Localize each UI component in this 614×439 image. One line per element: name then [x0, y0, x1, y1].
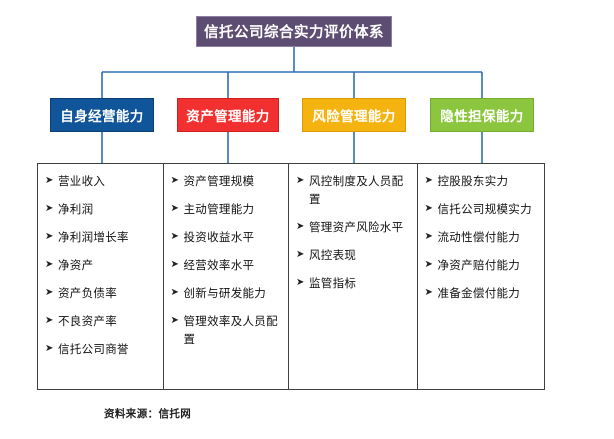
arrow-bullet-icon: ➤ — [170, 175, 179, 186]
list-item: ➤ 信托公司商誉 — [45, 340, 157, 358]
arrow-bullet-icon: ➤ — [424, 259, 433, 270]
list-item: ➤ 净资产赔付能力 — [425, 256, 539, 274]
list-item-label: 主动管理能力 — [183, 202, 255, 216]
arrow-bullet-icon: ➤ — [296, 221, 305, 232]
list-item: ➤ 信托公司规模实力 — [425, 200, 539, 218]
list-item: ➤ 管理效率及人员配置 — [171, 312, 283, 348]
list-item: ➤ 管理资产风险水平 — [296, 218, 411, 236]
list-item-label: 风控制度及人员配置 — [309, 174, 404, 206]
list-item-label: 信托公司商誉 — [58, 342, 129, 356]
arrow-bullet-icon: ➤ — [424, 287, 433, 298]
list-item-label: 净利润增长率 — [58, 230, 129, 244]
category-box-self-operation[interactable]: 自身经营能力 — [50, 98, 154, 132]
list-item: ➤ 净资产 — [45, 256, 157, 274]
arrow-bullet-icon: ➤ — [170, 315, 179, 326]
arrow-bullet-icon: ➤ — [45, 287, 54, 298]
list-item: ➤ 监管指标 — [296, 274, 411, 292]
criteria-lists-frame: ➤ 营业收入 ➤ 净利润 ➤ 净利润增长率 ➤ 净资产 ➤ 资产负债率 ➤ 不良… — [37, 163, 545, 390]
diagram-title-text: 信托公司综合实力评价体系 — [204, 25, 384, 41]
criteria-column-asset-management: ➤ 资产管理规模 ➤ 主动管理能力 ➤ 投资收益水平 ➤ 经营效率水平 ➤ 创新… — [164, 164, 289, 389]
list-item-label: 管理资产风险水平 — [309, 220, 404, 234]
list-item: ➤ 不良资产率 — [45, 312, 157, 330]
category-label-2: 风险管理能力 — [312, 109, 396, 125]
list-item-label: 风控表现 — [309, 248, 357, 262]
list-item: ➤ 准备金偿付能力 — [425, 284, 539, 302]
list-item-label: 净利润 — [58, 202, 94, 216]
criteria-column-self-operation: ➤ 营业收入 ➤ 净利润 ➤ 净利润增长率 ➤ 净资产 ➤ 资产负债率 ➤ 不良… — [38, 164, 164, 389]
category-box-implicit-guarantee[interactable]: 隐性担保能力 — [430, 98, 534, 132]
diagram-title-box: 信托公司综合实力评价体系 — [196, 16, 392, 47]
list-item-label: 净资产 — [58, 258, 94, 272]
list-item: ➤ 风控表现 — [296, 246, 411, 264]
list-item-label: 监管指标 — [309, 276, 357, 290]
list-item: ➤ 创新与研发能力 — [171, 284, 283, 302]
category-box-risk-management[interactable]: 风险管理能力 — [302, 98, 406, 132]
list-item: ➤ 经营效率水平 — [171, 256, 283, 274]
list-item: ➤ 主动管理能力 — [171, 200, 283, 218]
arrow-bullet-icon: ➤ — [296, 277, 305, 288]
list-item-label: 净资产赔付能力 — [437, 258, 521, 272]
list-item-label: 不良资产率 — [58, 314, 117, 328]
arrow-bullet-icon: ➤ — [424, 203, 433, 214]
criteria-column-risk-management: ➤ 风控制度及人员配置 ➤ 管理资产风险水平 ➤ 风控表现 ➤ 监管指标 — [289, 164, 418, 389]
list-item: ➤ 资产管理规模 — [171, 172, 283, 190]
category-box-asset-management[interactable]: 资产管理能力 — [177, 98, 279, 132]
list-item-label: 经营效率水平 — [183, 258, 255, 272]
category-label-0: 自身经营能力 — [60, 109, 144, 125]
list-item-label: 准备金偿付能力 — [437, 286, 521, 300]
source-note: 资料来源：信托网 — [104, 408, 192, 420]
arrow-bullet-icon: ➤ — [45, 203, 54, 214]
list-item: ➤ 风控制度及人员配置 — [296, 172, 411, 208]
list-item: ➤ 净利润 — [45, 200, 157, 218]
list-item: ➤ 控股股东实力 — [425, 172, 539, 190]
list-item-label: 投资收益水平 — [183, 230, 255, 244]
list-item-label: 资产管理规模 — [183, 174, 255, 188]
list-item-label: 创新与研发能力 — [183, 286, 267, 300]
list-item-label: 营业收入 — [58, 174, 106, 188]
list-item: ➤ 流动性偿付能力 — [425, 228, 539, 246]
arrow-bullet-icon: ➤ — [45, 259, 54, 270]
list-item: ➤ 净利润增长率 — [45, 228, 157, 246]
arrow-bullet-icon: ➤ — [45, 231, 54, 242]
arrow-bullet-icon: ➤ — [424, 231, 433, 242]
arrow-bullet-icon: ➤ — [45, 175, 54, 186]
arrow-bullet-icon: ➤ — [170, 259, 179, 270]
arrow-bullet-icon: ➤ — [170, 231, 179, 242]
arrow-bullet-icon: ➤ — [170, 203, 179, 214]
list-item: ➤ 资产负债率 — [45, 284, 157, 302]
list-item-label: 流动性偿付能力 — [437, 230, 521, 244]
list-item-label: 控股股东实力 — [437, 174, 509, 188]
arrow-bullet-icon: ➤ — [296, 175, 305, 186]
list-item-label: 管理效率及人员配置 — [183, 314, 278, 346]
arrow-bullet-icon: ➤ — [45, 315, 54, 326]
category-label-1: 资产管理能力 — [186, 109, 270, 125]
list-item: ➤ 投资收益水平 — [171, 228, 283, 246]
list-item: ➤ 营业收入 — [45, 172, 157, 190]
list-item-label: 资产负债率 — [58, 286, 117, 300]
arrow-bullet-icon: ➤ — [45, 343, 54, 354]
category-label-3: 隐性担保能力 — [440, 109, 524, 125]
arrow-bullet-icon: ➤ — [296, 249, 305, 260]
list-item-label: 信托公司规模实力 — [437, 202, 532, 216]
arrow-bullet-icon: ➤ — [424, 175, 433, 186]
criteria-column-implicit-guarantee: ➤ 控股股东实力 ➤ 信托公司规模实力 ➤ 流动性偿付能力 ➤ 净资产赔付能力 … — [418, 164, 545, 389]
arrow-bullet-icon: ➤ — [170, 287, 179, 298]
